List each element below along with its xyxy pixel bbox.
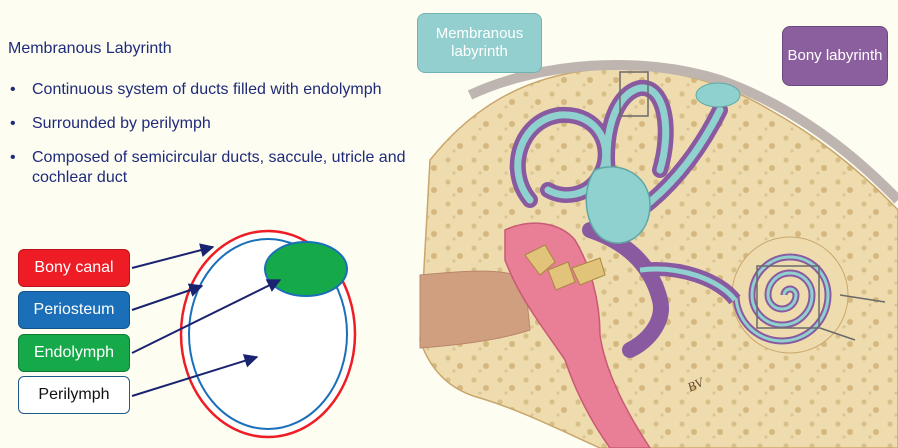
label-endolymph: Endolymph [18,334,130,372]
bullet-item: Surrounded by perilymph [8,114,408,134]
ear-canal [419,270,531,349]
bullet-list: Continuous system of ducts filled with e… [8,80,408,202]
bony-labyrinth-tag: Bony labyrinth [782,26,888,86]
arrow-endolymph [131,279,282,354]
bullet-item: Continuous system of ducts filled with e… [8,80,408,100]
bullet-item: Composed of semicircular ducts, saccule,… [8,148,408,188]
bone-region [419,68,898,448]
arrow-periosteum [131,283,204,311]
label-periosteum: Periosteum [18,291,130,329]
middle-ear [504,222,651,448]
label-perilymph: Perilymph [18,376,130,414]
label-bony-canal: Bony canal [18,249,130,287]
membranous-labyrinth [514,84,724,214]
cochlea [731,236,849,354]
endolymph-duct [264,241,348,297]
slide-title: Membranous Labyrinth [8,40,172,57]
outer-layer [467,59,898,204]
label-arrows [131,243,282,397]
membranous-labyrinth-tag: Membranous labyrinth [417,13,542,73]
vestibule [585,166,651,244]
ossicles [524,244,606,291]
endolymphatic-sac [695,82,741,108]
arrow-bony-canal [131,243,215,269]
ear-anatomy-illustration: BV [419,59,898,448]
arrow-perilymph [131,354,259,397]
cross-section-diagram [179,229,357,439]
